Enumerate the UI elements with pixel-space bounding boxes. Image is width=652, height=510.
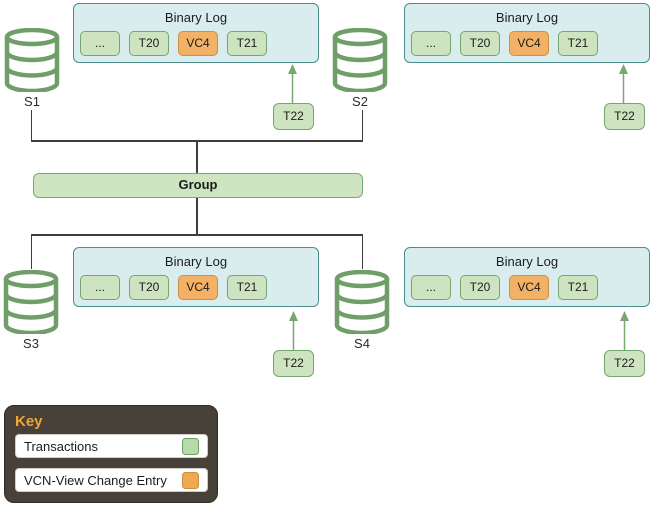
- connector-s1-drop: [30, 110, 32, 140]
- connector-group-lower: [196, 198, 198, 234]
- key-row-view-change: VCN-View Change Entry: [15, 468, 208, 492]
- connector-group-upper: [196, 141, 198, 173]
- key-title: Key: [15, 413, 43, 430]
- connector-bottom-horizontal: [30, 234, 363, 236]
- binary-log-title: Binary Log: [164, 10, 228, 25]
- server-s1: S1: [4, 28, 60, 109]
- arrow-up-icon: [619, 64, 628, 104]
- binary-log-panel-s2: Binary Log ... T20 VC4 T21: [404, 3, 650, 63]
- key-row-label: Transactions: [24, 438, 98, 454]
- database-icon: [332, 28, 388, 92]
- transaction-swatch-icon: [182, 437, 199, 455]
- log-entry-t20: T20: [129, 275, 169, 300]
- key-row-label: VCN-View Change Entry: [24, 472, 167, 488]
- connector-s3-drop: [30, 235, 32, 269]
- server-s4: S4: [334, 270, 390, 351]
- group-box: Group: [33, 173, 363, 198]
- log-entry-t21: T21: [558, 275, 598, 300]
- log-entry-row: ... T20 VC4 T21: [80, 31, 267, 56]
- log-entry-vc4: VC4: [509, 31, 549, 56]
- log-entry-t21: T21: [227, 275, 267, 300]
- key-row-transactions: Transactions: [15, 434, 208, 458]
- binary-log-panel-s1: Binary Log ... T20 VC4 T21: [73, 3, 319, 63]
- binary-log-title: Binary Log: [495, 254, 559, 269]
- server-label: S4: [354, 336, 370, 351]
- log-entry-row: ... T20 VC4 T21: [411, 31, 598, 56]
- database-icon: [4, 28, 60, 92]
- incoming-transaction-t22: T22: [604, 350, 645, 377]
- arrow-up-icon: [288, 64, 297, 104]
- database-icon: [3, 270, 59, 334]
- key-panel: Key Transactions VCN-View Change Entry: [4, 405, 218, 503]
- binary-log-panel-s4: Binary Log ... T20 VC4 T21: [404, 247, 650, 307]
- arrow-up-icon: [620, 311, 629, 351]
- incoming-transaction-t22: T22: [604, 103, 645, 130]
- log-entry-ellipsis: ...: [411, 31, 451, 56]
- log-entry-vc4: VC4: [178, 31, 218, 56]
- binary-log-panel-s3: Binary Log ... T20 VC4 T21: [73, 247, 319, 307]
- group-label: Group: [178, 177, 218, 192]
- log-entry-ellipsis: ...: [411, 275, 451, 300]
- log-entry-vc4: VC4: [509, 275, 549, 300]
- log-entry-t20: T20: [129, 31, 169, 56]
- log-entry-t20: T20: [460, 275, 500, 300]
- log-entry-ellipsis: ...: [80, 31, 120, 56]
- log-entry-t20: T20: [460, 31, 500, 56]
- arrow-up-icon: [289, 311, 298, 351]
- log-entry-row: ... T20 VC4 T21: [411, 275, 598, 300]
- incoming-transaction-t22: T22: [273, 350, 314, 377]
- log-entry-row: ... T20 VC4 T21: [80, 275, 267, 300]
- binary-log-title: Binary Log: [495, 10, 559, 25]
- binary-log-title: Binary Log: [164, 254, 228, 269]
- connector-s4-drop: [361, 235, 363, 269]
- server-s3: S3: [3, 270, 59, 351]
- log-entry-t21: T21: [558, 31, 598, 56]
- log-entry-t21: T21: [227, 31, 267, 56]
- incoming-transaction-t22: T22: [273, 103, 314, 130]
- server-label: S2: [352, 94, 368, 109]
- connector-top-horizontal: [30, 140, 363, 142]
- connector-s2-drop: [361, 110, 363, 140]
- server-label: S3: [23, 336, 39, 351]
- log-entry-ellipsis: ...: [80, 275, 120, 300]
- server-s2: S2: [332, 28, 388, 109]
- server-label: S1: [24, 94, 40, 109]
- database-icon: [334, 270, 390, 334]
- view-change-swatch-icon: [182, 471, 199, 489]
- log-entry-vc4: VC4: [178, 275, 218, 300]
